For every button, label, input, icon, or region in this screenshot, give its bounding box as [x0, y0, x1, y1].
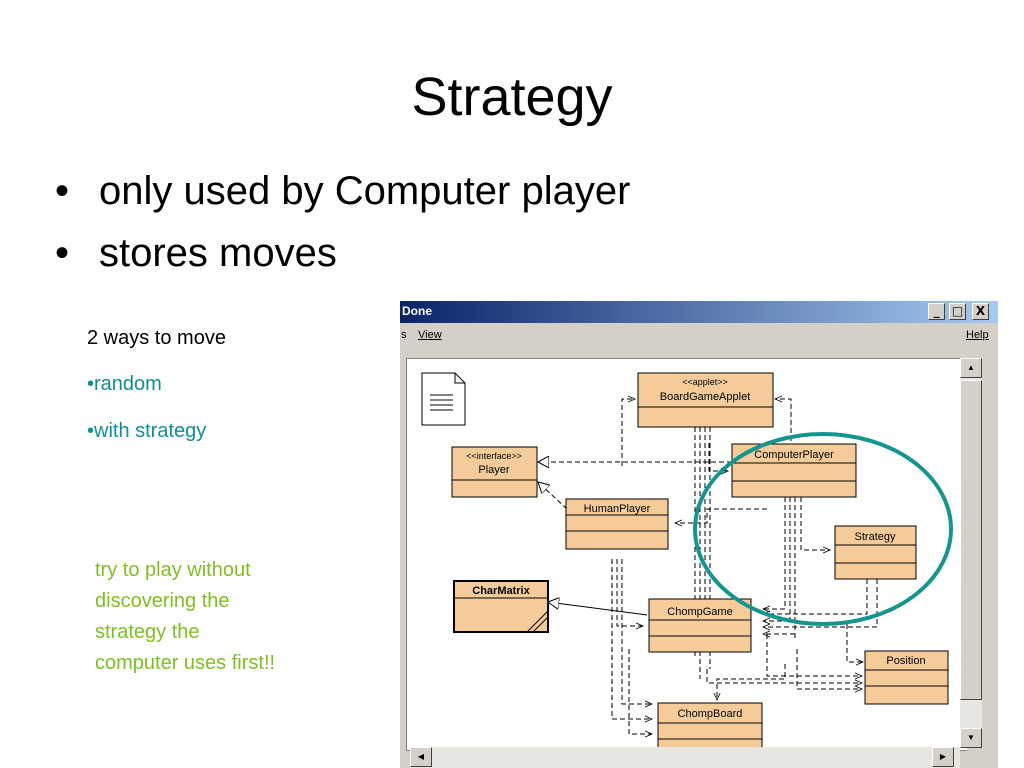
bullet-item: • stores moves	[55, 225, 630, 287]
class-computerplayer[interactable]: ComputerPlayer	[731, 443, 857, 498]
bullet-text: stores moves	[99, 231, 337, 275]
window-titlebar[interactable]: Done _ □ X	[400, 301, 998, 323]
menu-item-help[interactable]: Help	[966, 329, 989, 341]
scroll-right-icon[interactable]: ▶	[932, 747, 954, 767]
bullet-dot: •	[55, 169, 70, 213]
class-name: ComputerPlayer	[754, 449, 834, 461]
class-name: HumanPlayer	[584, 503, 651, 515]
option-random: •random	[87, 373, 162, 395]
class-stereotype: <<applet>>	[682, 377, 728, 387]
window-title: Done	[402, 304, 432, 318]
hint-line: computer uses first!!	[95, 652, 276, 674]
class-stereotype: <<interface>>	[466, 451, 522, 461]
class-name: Strategy	[855, 531, 896, 543]
class-humanplayer[interactable]: HumanPlayer	[565, 498, 669, 550]
class-player[interactable]: <<interface>> Player	[451, 446, 538, 498]
class-charmatrix[interactable]: CharMatrix	[453, 580, 549, 633]
class-position[interactable]: Position	[864, 650, 949, 705]
uml-diagram: <<applet>> BoardGameApplet <<interface>>…	[421, 372, 953, 750]
hint-line: try to play without	[95, 559, 251, 581]
menu-bar: s View Help	[400, 324, 998, 346]
bullet-text: only used by Computer player	[99, 169, 631, 213]
class-chompboard[interactable]: ChompBoard	[657, 702, 763, 750]
bullet-item: • only used by Computer player	[55, 163, 630, 225]
ways-heading: 2 ways to move	[87, 327, 226, 349]
class-name: BoardGameApplet	[660, 391, 751, 403]
class-name: CharMatrix	[472, 585, 530, 597]
class-name: Position	[886, 655, 925, 667]
option-with-strategy: •with strategy	[87, 420, 207, 442]
class-name: ChompBoard	[678, 708, 743, 720]
note-icon[interactable]	[421, 372, 466, 426]
scroll-up-icon[interactable]: ▲	[960, 358, 982, 378]
class-strategy[interactable]: Strategy	[834, 525, 917, 580]
play-hint: try to play without discovering the stra…	[95, 555, 345, 679]
minimize-button[interactable]: _	[928, 303, 945, 320]
class-name: Player	[478, 464, 510, 476]
diagram-canvas: <<applet>> BoardGameApplet <<interface>>…	[406, 358, 967, 751]
highlight-ring	[693, 432, 953, 626]
menu-item-partial[interactable]: s	[401, 329, 407, 341]
maximize-button[interactable]: □	[949, 303, 966, 320]
hint-line: strategy the	[95, 621, 200, 643]
vertical-scrollbar[interactable]: ▲ ▼	[960, 358, 982, 748]
association-line	[548, 602, 648, 616]
scroll-thumb[interactable]	[960, 380, 982, 700]
class-chompgame[interactable]: ChompGame	[648, 598, 752, 653]
horizontal-scrollbar[interactable]: ◀ ▶	[410, 747, 960, 768]
close-button[interactable]: X	[972, 303, 989, 320]
scroll-left-icon[interactable]: ◀	[410, 747, 432, 767]
bullet-list: • only used by Computer player • stores …	[55, 163, 630, 287]
scroll-down-icon[interactable]: ▼	[960, 728, 982, 748]
class-name: ChompGame	[667, 606, 732, 618]
class-boardgameapplet[interactable]: <<applet>> BoardGameApplet	[637, 372, 774, 428]
menu-item-view[interactable]: View	[418, 329, 442, 341]
hint-line: discovering the	[95, 590, 230, 612]
slide-title: Strategy	[411, 67, 613, 127]
bullet-dot: •	[55, 231, 70, 275]
realization-line	[538, 482, 568, 510]
diagram-window: Done _ □ X s View Help	[400, 301, 998, 768]
